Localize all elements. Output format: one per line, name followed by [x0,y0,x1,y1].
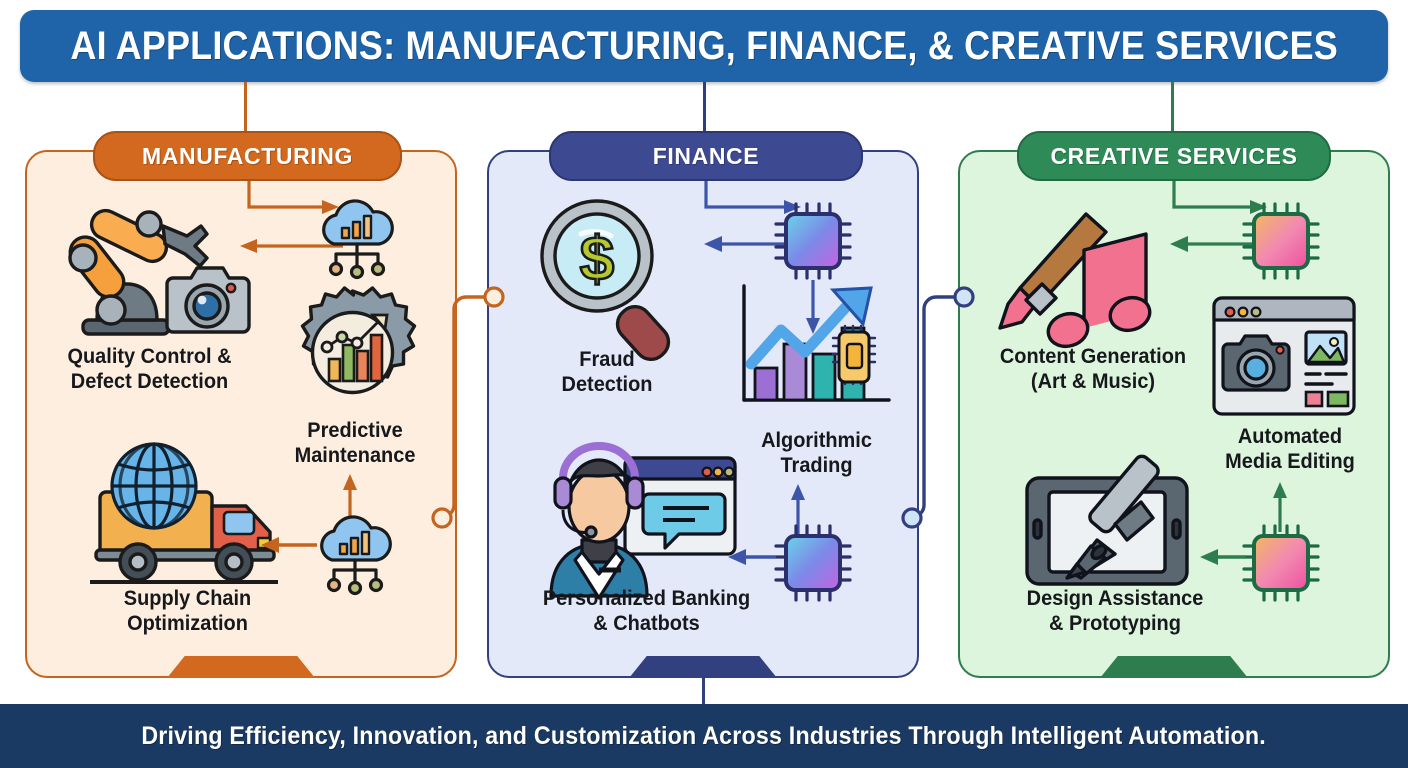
arrow-chip-to-chart [806,280,820,334]
ai-chip-icon [772,522,854,604]
stem-finance [703,82,706,132]
column-card-manufacturing[interactable]: Quality Control & Defect Detection [25,150,457,678]
arrow-chip-to-media-editing [1273,482,1287,532]
item-label-design-assistance: Design Assistance & Prototyping [1026,587,1204,635]
item-label-predictive-maintenance: Predictive Maintenance [294,419,416,467]
ai-chip-pink-icon [1240,522,1322,604]
column-header-creative[interactable]: CREATIVE SERVICES [1017,131,1331,181]
column-header-label: FINANCE [652,142,760,169]
card-tab-manufacturing [167,656,315,678]
item-label-content-generation: Content Generation (Art & Music) [999,345,1187,393]
column-header-finance[interactable]: FINANCE [549,131,863,181]
bar-chart-trend-chip-icon [729,282,894,422]
item-label-automated-media-editing: Automated Media Editing [1225,425,1355,473]
footer-tagline: Driving Efficiency, Innovation, and Cust… [141,721,1267,750]
stem-creative [1171,82,1174,132]
item-label-quality-control: Quality Control & Defect Detection [67,345,232,393]
item-label-algorithmic-trading: Algorithmic Trading [761,429,872,477]
column-header-label: CREATIVE SERVICES [1050,142,1298,169]
cloud-analytics-icon [312,194,404,286]
ai-chip-icon [772,200,854,282]
globe-truck-icon [82,442,292,587]
headset-agent-chat-icon [537,442,742,600]
connector-finance-to-creative [901,286,975,529]
item-label-supply-chain: Supply Chain Optimization [123,587,252,635]
footer-stem [702,674,705,704]
ai-chip-pink-icon [1240,200,1322,282]
connector-manufacturing-to-finance [431,286,505,529]
page-title-banner: AI APPLICATIONS: MANUFACTURING, FINANCE,… [20,10,1388,82]
column-card-finance[interactable]: $ [487,150,919,678]
arrow-chip-to-trading [791,484,805,534]
gear-analytics-icon [285,285,420,420]
magnifier-dollar-icon: $ [529,194,689,362]
item-label-personalized-banking: Personalized Banking & Chatbots [542,587,751,635]
media-editor-window-icon [1208,292,1360,420]
arrow-chip-to-design [1200,549,1246,565]
footer-banner: Driving Efficiency, Innovation, and Cust… [0,704,1408,768]
page-title: AI APPLICATIONS: MANUFACTURING, FINANCE,… [70,23,1338,68]
paintbrush-music-note-icon [990,210,1190,355]
stem-manufacturing [244,82,247,132]
svg-text:$: $ [580,225,614,294]
item-label-fraud-detection: Fraud Detection [561,348,653,396]
arrow-cloud-to-truck [261,537,317,553]
robot-arm-camera-icon [45,200,251,350]
card-tab-finance [629,656,777,678]
column-card-creative[interactable]: Content Generation (Art & Music) [958,150,1390,678]
tablet-stylus-icon [1015,454,1205,600]
card-tab-creative [1100,656,1248,678]
column-header-manufacturing[interactable]: MANUFACTURING [93,131,402,181]
column-header-label: MANUFACTURING [142,142,353,169]
arrow-chip-to-chatbot [728,549,776,565]
cloud-analytics-icon [310,510,402,602]
